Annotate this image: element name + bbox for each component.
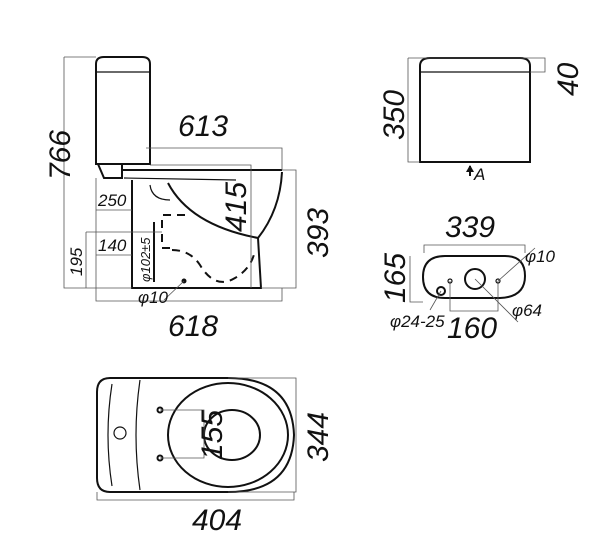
bowl-trap: [167, 182, 259, 239]
plan-view: 155 344 404: [96, 377, 335, 537]
bowl-body: [131, 171, 283, 289]
dim-250: 250: [97, 191, 127, 210]
dim-613: 613: [178, 110, 228, 143]
side-view: 766 613 618 415 393 250 140 195 φ102±5 φ…: [44, 56, 335, 343]
dim-flush-hole: φ64: [512, 301, 542, 320]
dim-339: 339: [445, 211, 495, 244]
dim-195: 195: [67, 247, 86, 276]
dim-140: 140: [98, 236, 127, 255]
tank-front-view: A 350 40: [378, 57, 585, 184]
dim-fixing-hole-top: φ10: [525, 247, 556, 266]
dim-344: 344: [302, 412, 335, 462]
dim-155: 155: [196, 410, 229, 460]
dim-404: 404: [192, 504, 242, 537]
dim-618: 618: [168, 310, 218, 343]
dim-766: 766: [44, 130, 77, 180]
tank-top-view: 339 165 160 φ24-25 φ64 φ10: [379, 211, 556, 345]
dim-160: 160: [447, 312, 497, 345]
dim-inlet: φ24-25: [390, 312, 445, 331]
dim-393: 393: [302, 208, 335, 258]
flush-hole: [464, 268, 486, 290]
cistern-side: [95, 56, 151, 165]
dim-fixing-hole: φ10: [138, 288, 169, 307]
cistern-base: [96, 163, 123, 179]
view-marker-a: A: [473, 165, 485, 184]
dim-outlet-diameter: φ102±5: [138, 237, 153, 282]
dim-165: 165: [379, 253, 412, 303]
dim-415: 415: [220, 182, 253, 232]
dim-40: 40: [552, 62, 585, 96]
trapway-dashed: [161, 214, 185, 249]
dim-350: 350: [378, 90, 411, 140]
inlet-hole: [436, 286, 446, 296]
